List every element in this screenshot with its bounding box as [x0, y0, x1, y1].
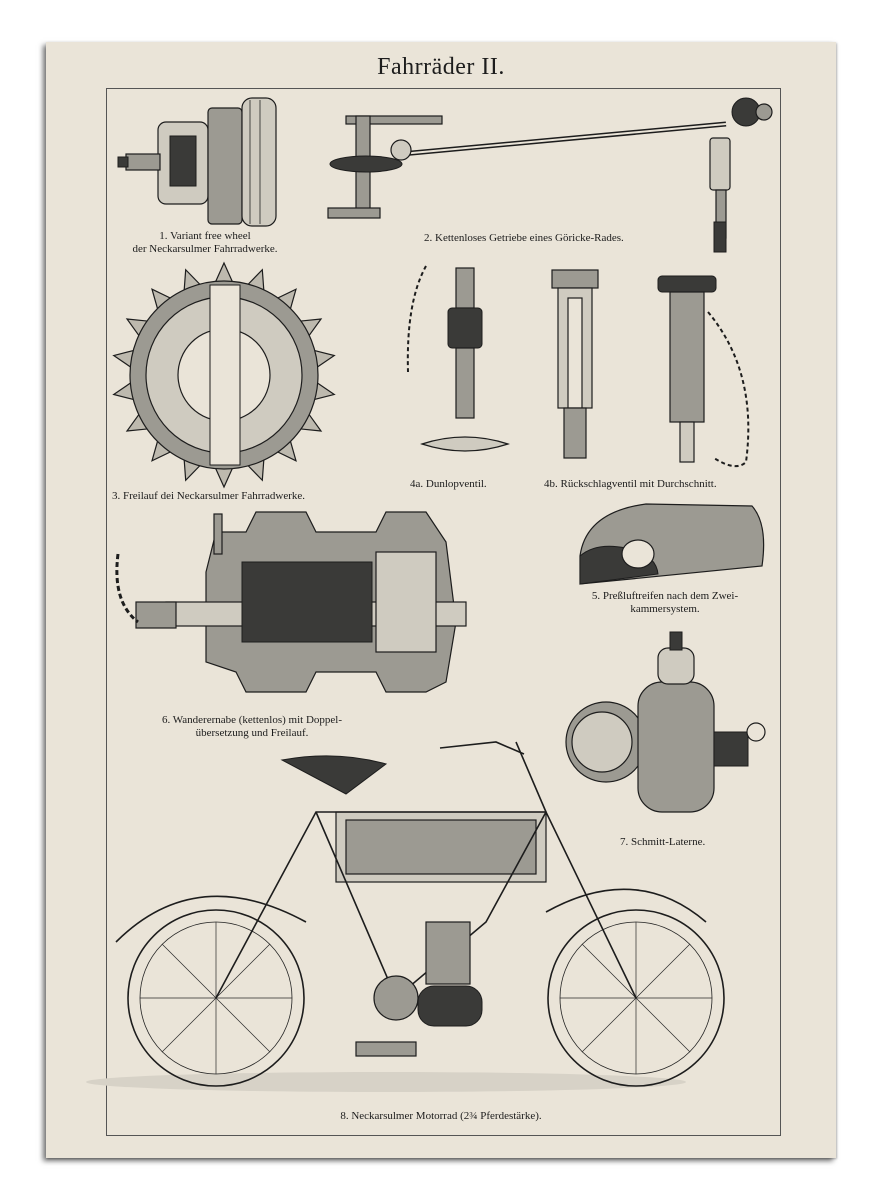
free-wheel-illustration [117, 97, 277, 227]
caption-fig3: 3. Freilauf dei Neckarsulmer Fahrradwerk… [112, 490, 306, 502]
caption-fig8: 8. Neckarsulmer Motorrad (2¾ Pferdestärk… [340, 1110, 542, 1122]
caption-fig1-line2: der Neckarsulmer Fahrradwerke. [132, 243, 278, 255]
caption-fig7: 7. Schmitt-Laterne. [620, 836, 706, 848]
caption-fig2: 2. Kettenloses Getriebe eines Göricke-Ra… [424, 232, 624, 244]
plate-border [106, 88, 781, 1136]
caption-fig1-line1: 1. Variant free wheel [159, 230, 251, 242]
caption-fig5-line1: 5. Preßluftreifen nach dem Zwei- [591, 590, 739, 602]
poster-print: Fahrräder II. [46, 42, 836, 1158]
plate-title: Fahrräder II. [377, 54, 505, 80]
lantern-illustration [565, 631, 766, 813]
check-valve-section-illustration [551, 269, 750, 468]
tire-illustration [579, 503, 765, 585]
caption-fig6-line1: 6. Wanderernabe (kettenlos) mit Doppel- [161, 714, 343, 726]
wanderer-hub-illustration [115, 511, 467, 693]
caption-fig6-line2: übersetzung und Freilauf. [195, 727, 309, 739]
dunlop-valve-illustration [406, 265, 510, 452]
engravings [86, 97, 773, 1092]
caption-fig5-line2: kammersystem. [630, 603, 700, 615]
caption-fig4b: 4b. Rückschlagventil mit Durchschnitt. [544, 478, 717, 490]
sprocket-freewheel-illustration [112, 261, 336, 489]
motorcycle-illustration [86, 741, 725, 1092]
chainless-gear-illustration [327, 97, 773, 253]
caption-fig4a: 4a. Dunlopventil. [410, 478, 487, 490]
